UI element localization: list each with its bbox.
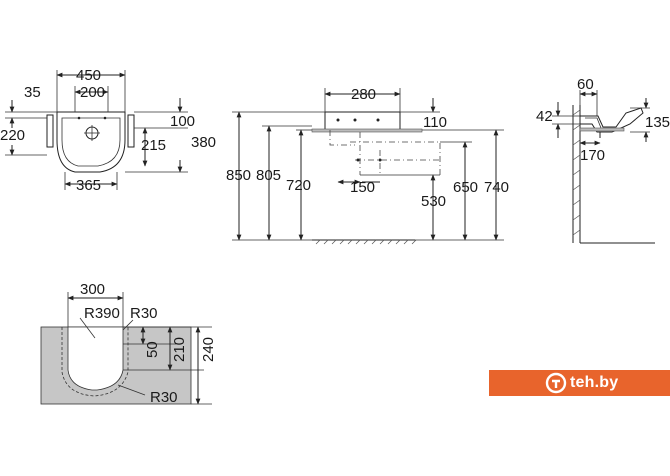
dim-top-width: 280 <box>351 86 376 103</box>
dim-h-740: 740 <box>484 179 509 196</box>
teh-by-badge[interactable]: teh.by <box>489 370 670 396</box>
profile-view: 60 42 135 170 <box>536 76 670 244</box>
teh-logo-icon <box>545 372 567 394</box>
dim-right-top: 100 <box>170 113 195 130</box>
dim-h-210: 210 <box>171 337 188 362</box>
dim-width-total: 450 <box>76 67 101 84</box>
badge-label: teh.by <box>570 374 619 391</box>
dim-radius-30-bottom: R30 <box>150 389 178 406</box>
dim-offset: 150 <box>350 179 375 196</box>
dim-bottom-170: 170 <box>580 147 605 164</box>
dim-depth-small: 110 <box>423 114 447 131</box>
wall-hatch <box>572 109 581 236</box>
dim-h-650: 650 <box>453 179 478 196</box>
dim-left-42: 42 <box>536 108 553 125</box>
dim-top-offset: 35 <box>24 84 41 101</box>
dim-right-height: 380 <box>191 134 216 151</box>
dim-h-50: 50 <box>144 341 161 358</box>
dim-radius-390: R390 <box>84 305 120 322</box>
dim-bottom-width: 365 <box>76 177 101 194</box>
dim-h-720: 720 <box>286 177 311 194</box>
dim-width-300: 300 <box>80 281 105 298</box>
dim-top-60: 60 <box>577 76 594 93</box>
dim-radius-30-top: R30 <box>130 305 158 322</box>
dim-h-805: 805 <box>256 167 281 184</box>
cutout-view: 300 R390 R30 50 210 240 R30 <box>40 281 217 406</box>
floor-hatch <box>315 239 417 245</box>
front-view: 450 200 35 220 100 380 215 365 <box>0 67 216 194</box>
dim-width-inner: 200 <box>80 84 105 101</box>
dim-right-135: 135 <box>645 114 670 131</box>
dim-left-height: 220 <box>0 127 25 144</box>
dim-h-240: 240 <box>200 337 217 362</box>
dim-inner-depth: 215 <box>141 137 166 154</box>
dim-h-530: 530 <box>421 193 446 210</box>
dim-h-850: 850 <box>226 167 251 184</box>
side-view: 280 110 150 <box>226 86 509 245</box>
